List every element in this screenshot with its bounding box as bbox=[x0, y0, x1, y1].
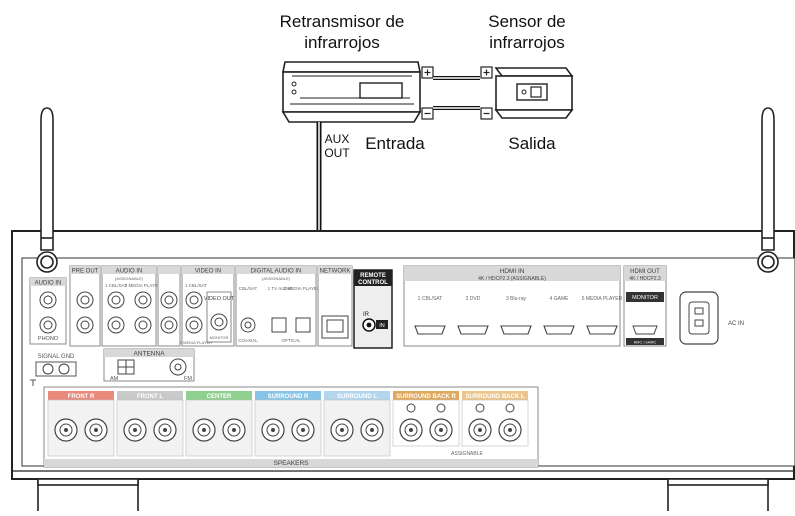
arc-label: ARC / eARC bbox=[634, 340, 657, 345]
am-label: AM bbox=[110, 376, 119, 382]
optical-label: OPTICAL bbox=[281, 338, 301, 343]
hdmi-in-ports: 1 CBL/SAT 2 DVD 3 Blu-ray 4 GAME 5 MEDIA PLA… bbox=[414, 296, 623, 335]
speaker-group-surround-r: SURROUND R bbox=[254, 391, 322, 457]
speaker-group-label: SURROUND R bbox=[268, 394, 309, 400]
subwoofer-pre-out-section bbox=[157, 265, 181, 347]
hdmi-out-label: HDMI OUT bbox=[630, 269, 660, 275]
ir-sensor-cable bbox=[433, 76, 480, 110]
ir-sensor-label-line2: infrarrojos bbox=[489, 33, 565, 52]
hdmi-in-port-4: 4 GAME bbox=[543, 296, 575, 335]
ac-in-inlet: AC IN bbox=[679, 291, 744, 345]
remote-control-label-line2: CONTROL bbox=[358, 280, 388, 286]
audio-in-side-label: AUDIO IN bbox=[35, 281, 62, 287]
speaker-group-surround-back-r: SURROUND BACK R bbox=[392, 391, 460, 447]
ir-retransmitter-plus-terminal bbox=[421, 66, 434, 79]
network-label: NETWORK bbox=[320, 269, 351, 275]
speakers-assignable-label: ASSIGNABLE bbox=[451, 451, 483, 457]
digital-media-label: 2 MEDIA PLAYER bbox=[284, 286, 321, 291]
receiver-foot-left bbox=[37, 478, 139, 511]
audio-in-side-section: AUDIO IN PHONO bbox=[29, 277, 67, 345]
pre-out-section: PRE OUT bbox=[69, 265, 101, 347]
ir-label: IR bbox=[363, 312, 370, 318]
digital-cbl-label: CBL/SAT bbox=[239, 286, 258, 291]
audio-in-source-2-label: 2 MEDIA PLAYER bbox=[125, 283, 162, 288]
speaker-group-label: FRONT R bbox=[68, 394, 95, 400]
ir-sensor-label: Sensor de infrarrojos bbox=[462, 11, 592, 53]
aux-out-label: AUX OUT bbox=[320, 132, 354, 160]
antenna-label: ANTENNA bbox=[133, 351, 165, 358]
input-label: Entrada bbox=[365, 134, 425, 153]
ir-retransmitter-label-line1: Retransmisor de bbox=[279, 12, 405, 31]
video-out-monitor-label: MONITOR bbox=[210, 335, 229, 340]
video-in-media-label: 2 MEDIA PLAYER bbox=[180, 340, 212, 345]
speaker-group-label: SURROUND BACK L bbox=[466, 394, 525, 400]
speaker-group-center: CENTER bbox=[185, 391, 253, 457]
video-in-cbl-label: 1 CBL/SAT bbox=[185, 283, 207, 288]
aux-out-label-line2: OUT bbox=[324, 146, 350, 160]
audio-in-assignable-label: (ASSIGNABLE) bbox=[115, 276, 144, 281]
ir-retransmitter-minus-terminal bbox=[421, 107, 434, 120]
receiver-foot-right bbox=[667, 478, 769, 511]
hdmi-in-port-label: 2 DVD bbox=[466, 296, 481, 302]
ir-sensor-minus-terminal bbox=[480, 107, 493, 120]
speaker-group-front-r: FRONT R bbox=[47, 391, 115, 457]
hdmi-out-sublabel: 4K / HDCP2.3 bbox=[629, 276, 661, 282]
speaker-group-surround-back-l: SURROUND BACK L bbox=[461, 391, 529, 447]
audio-in-label: AUDIO IN bbox=[116, 269, 143, 275]
ir-sensor-device bbox=[494, 67, 574, 119]
video-in-label: VIDEO IN bbox=[195, 269, 221, 275]
hdmi-in-port-label: 5 MEDIA PLAYER bbox=[582, 296, 623, 302]
ir-in-label: IN bbox=[379, 323, 385, 329]
speaker-group-front-l: FRONT L bbox=[116, 391, 184, 457]
hdmi-in-port-label: 3 Blu-ray bbox=[506, 296, 527, 302]
video-out-label: VIDEO OUT bbox=[204, 296, 235, 302]
hdmi-in-port-label: 1 CBL/SAT bbox=[418, 296, 443, 302]
hdmi-out-section: HDMI OUT 4K / HDCP2.3 MONITOR ARC / eARC bbox=[623, 265, 667, 347]
ir-sensor-label-line1: Sensor de bbox=[488, 12, 566, 31]
ir-retransmitter-label-line2: infrarrojos bbox=[304, 33, 380, 52]
network-section: NETWORK bbox=[317, 265, 353, 347]
digital-audio-in-assignable-label: (ASSIGNABLE) bbox=[262, 276, 291, 281]
hdmi-in-port-1: 1 CBL/SAT bbox=[414, 296, 446, 335]
speaker-group-surround-l: SURROUND L bbox=[323, 391, 391, 457]
ir-retransmitter-label: Retransmisor de infrarrojos bbox=[262, 11, 422, 53]
digital-audio-in-section: DIGITAL AUDIO IN (ASSIGNABLE) CBL/SAT 1 … bbox=[235, 265, 321, 347]
digital-audio-in-label: DIGITAL AUDIO IN bbox=[251, 269, 302, 275]
remote-control-label-line1: REMOTE bbox=[360, 273, 386, 279]
hdmi-in-port-2: 2 DVD bbox=[457, 296, 489, 335]
hdmi-in-port-label: 4 GAME bbox=[550, 296, 570, 302]
hdmi-in-label: HDMI IN bbox=[500, 268, 525, 275]
signal-gnd-terminal: SIGNAL GND bbox=[30, 354, 77, 386]
aux-out-label-line1: AUX bbox=[324, 132, 350, 146]
signal-gnd-label: SIGNAL GND bbox=[38, 354, 75, 360]
remote-control-section: REMOTE CONTROL IR IN bbox=[353, 269, 393, 349]
wireless-antenna-right bbox=[757, 107, 779, 273]
hdmi-out-monitor-label: MONITOR bbox=[632, 295, 658, 301]
speaker-group-label: FRONT L bbox=[137, 394, 163, 400]
video-in-section: VIDEO IN 1 CBL/SAT 2 MEDIA PLAYER VIDEO … bbox=[180, 265, 235, 347]
wireless-antenna-left bbox=[36, 107, 58, 273]
speaker-group-label: SURROUND BACK R bbox=[396, 394, 456, 400]
fm-label: FM bbox=[184, 376, 192, 382]
speaker-terminal-groups: FRONT R FRONT L CENTER SURROUND R SURROUND L… bbox=[47, 391, 529, 457]
audio-in-source-1-label: 1 CBL/SAT bbox=[105, 283, 127, 288]
digital-tv-label: 1 TV AUDIO bbox=[268, 286, 293, 291]
pre-out-label: PRE OUT bbox=[72, 269, 99, 275]
ir-retransmitter-device bbox=[281, 61, 422, 123]
hdmi-in-sublabel: 4K / HDCP2.3 (ASSIGNABLE) bbox=[478, 276, 546, 282]
ir-sensor-plus-terminal bbox=[480, 66, 493, 79]
speakers-label: SPEAKERS bbox=[273, 460, 309, 467]
audio-in-section: AUDIO IN (ASSIGNABLE) 1 CBL/SAT 2 MEDIA … bbox=[101, 265, 162, 347]
antenna-section: ANTENNA AM FM bbox=[103, 348, 195, 382]
speaker-group-label: SURROUND L bbox=[337, 394, 377, 400]
coaxial-label: COAXIAL bbox=[238, 338, 258, 343]
phono-label: PHONO bbox=[38, 336, 59, 342]
hdmi-in-port-3: 3 Blu-ray bbox=[500, 296, 532, 335]
speaker-group-label: CENTER bbox=[207, 394, 232, 400]
output-label: Salida bbox=[508, 134, 556, 153]
hdmi-in-port-5: 5 MEDIA PLAYER bbox=[582, 296, 623, 335]
ac-in-label: AC IN bbox=[728, 321, 744, 327]
